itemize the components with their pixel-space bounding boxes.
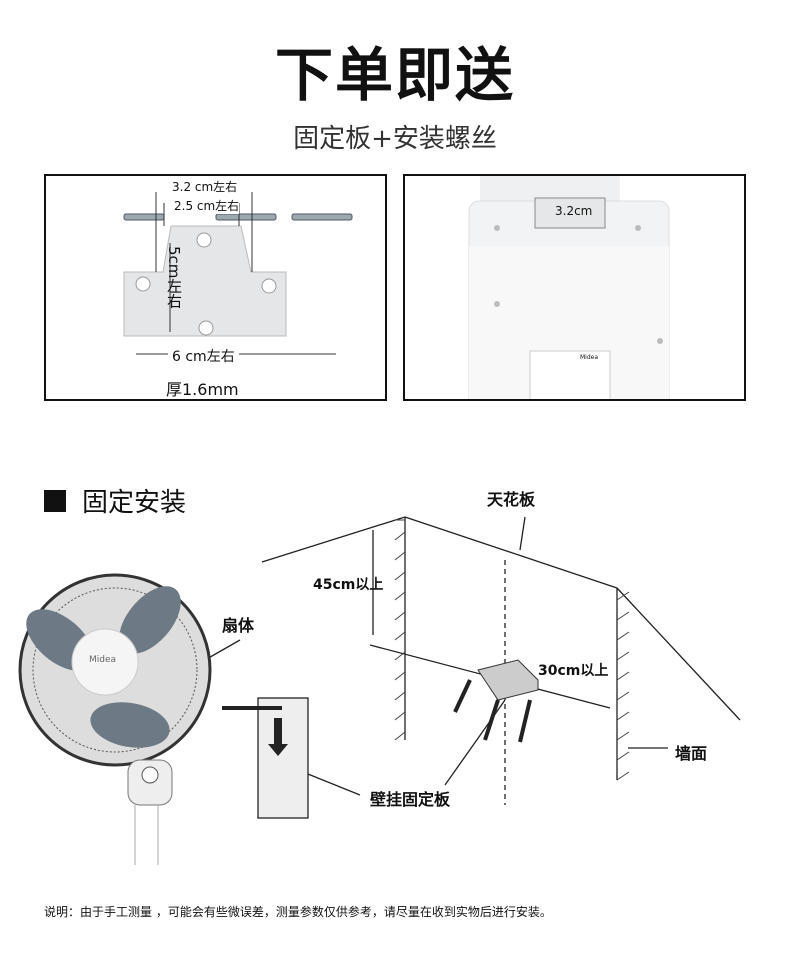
section-title: 固定安装 <box>82 488 187 518</box>
disclaimer-note: 说明：由于手工测量 ，可能会有些微误差，测量参数仅供参考，请尽量在收到实物后进行… <box>44 905 552 919</box>
dim-width: 6 cm左右 <box>168 346 239 366</box>
fan-brand-logo: Midea <box>89 655 117 665</box>
wall-label: 墙面 <box>675 744 708 763</box>
fan-back-illustration <box>468 176 670 399</box>
dim-top: 3.2 cm左右 <box>172 180 238 194</box>
page-subtitle: 固定板+安装螺丝 <box>293 124 497 154</box>
fan-illustration <box>18 573 212 865</box>
installation-diagram <box>18 516 741 865</box>
thickness-label: 厚1.6mm <box>166 380 239 399</box>
fan-back-panel: 3.2cm Midea <box>403 174 746 401</box>
ceiling-distance-label: 45cm以上 <box>313 577 384 593</box>
dim-inner: 2.5 cm左右 <box>174 197 240 214</box>
page-title: 下单即送 <box>274 41 515 109</box>
ceiling-label: 天花板 <box>487 490 536 509</box>
midea-sticker: Midea <box>580 354 599 361</box>
fan-body-label: 扇体 <box>222 616 255 635</box>
slot-width-label: 3.2cm <box>555 204 593 218</box>
square-bullet-icon <box>44 489 66 512</box>
dim-height: 5cm左右 <box>165 246 183 309</box>
side-distance-label: 30cm以上 <box>538 663 609 679</box>
bracket-panel: 3.2 cm左右 2.5 cm左右 5cm左右 6 cm左右 厚1.6mm <box>44 174 387 401</box>
bracket-label: 壁挂固定板 <box>370 790 451 809</box>
section-heading: 固定安装 <box>44 482 186 519</box>
